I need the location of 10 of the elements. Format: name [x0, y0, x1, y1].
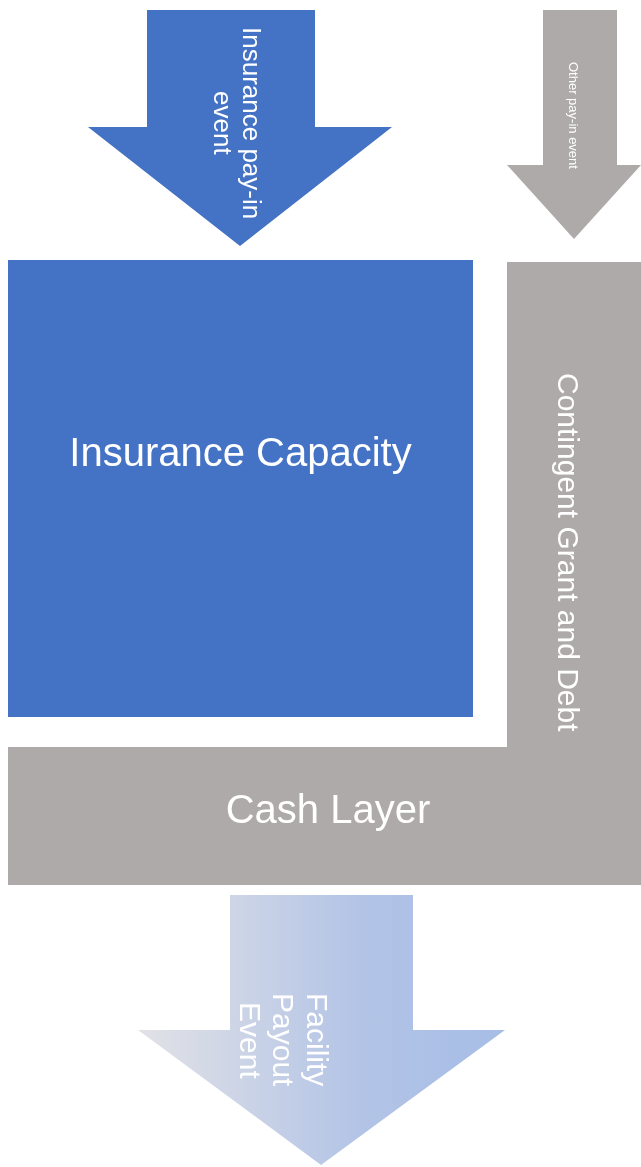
shape-label: Other pay-in event [565, 60, 580, 171]
shape-label: Insurance pay-in event [208, 25, 267, 222]
capacity-block [8, 260, 473, 717]
l-shaped-band [8, 262, 641, 885]
shape-label: Insurance Capacity [68, 430, 413, 475]
shape-label: Contingent Grant and Debt [551, 371, 585, 734]
shape-label: Cash Layer [224, 787, 432, 832]
down-arrow [507, 10, 641, 239]
down-arrow [138, 895, 505, 1165]
down-arrow [88, 10, 392, 246]
